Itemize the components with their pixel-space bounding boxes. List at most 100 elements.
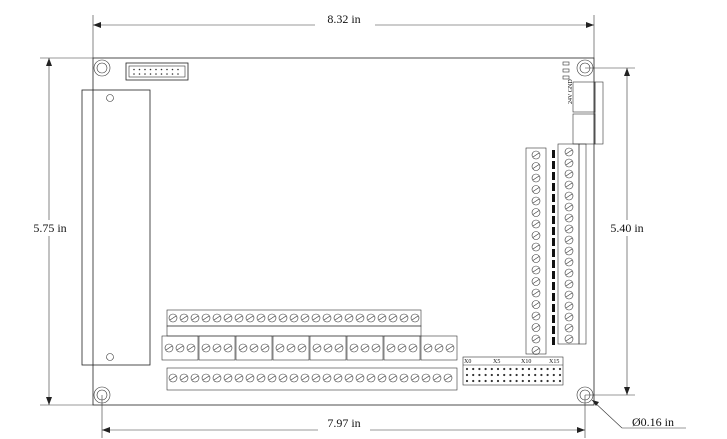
terminal-screw <box>245 373 255 383</box>
terminal-screw <box>564 323 574 333</box>
terminal-screw <box>322 373 332 383</box>
dimension-overall-height: 5.75 in <box>25 57 93 406</box>
terminal-screw <box>564 334 574 344</box>
terminal-block <box>235 335 273 361</box>
terminal-screw <box>190 313 200 323</box>
terminal-screw <box>445 343 455 353</box>
terminal-screw <box>234 373 244 383</box>
terminal-screw <box>201 313 211 323</box>
terminal-screw <box>408 343 418 353</box>
mounting-holes <box>93 59 594 404</box>
io-label-x5: X5 <box>493 359 500 365</box>
terminal-screw <box>201 343 211 353</box>
terminal-screw <box>564 180 574 190</box>
terminal-screw <box>564 158 574 168</box>
terminal-screw <box>432 373 442 383</box>
terminal-screw <box>322 313 332 323</box>
terminal-block <box>272 335 310 361</box>
terminal-screw <box>531 162 541 171</box>
terminal-screw <box>256 373 266 383</box>
terminal-screw <box>286 343 296 353</box>
io-label-x0: X0 <box>464 359 471 365</box>
terminal-screw <box>249 343 259 353</box>
dimension-overall-width: 8.32 in <box>92 12 595 58</box>
terminal-screw <box>531 150 541 160</box>
terminal-screw <box>190 373 200 383</box>
terminal-screw <box>564 279 574 289</box>
dimension-hole-diameter: Ø0.16 in <box>591 399 686 429</box>
terminal-screw <box>312 343 322 353</box>
terminal-screw <box>278 313 288 323</box>
terminal-screw <box>175 343 185 353</box>
terminal-block <box>198 335 236 361</box>
terminal-screw <box>371 343 381 353</box>
terminal-screw <box>377 373 387 383</box>
mounting-hole <box>93 59 111 77</box>
terminal-screw <box>275 343 285 353</box>
terminal-screw <box>531 265 541 275</box>
terminal-screw <box>531 323 541 332</box>
terminal-screw <box>212 343 222 353</box>
terminal-screw <box>388 313 398 323</box>
terminal-screw <box>333 313 343 323</box>
terminal-screw <box>300 373 310 383</box>
terminal-screw <box>386 343 396 353</box>
terminal-screw <box>434 343 444 353</box>
terminal-screw <box>564 246 574 256</box>
terminal-screw <box>531 242 541 252</box>
terminal-screw <box>531 311 541 321</box>
terminal-screw <box>366 373 376 383</box>
terminal-screw <box>260 343 270 353</box>
terminal-screw <box>531 277 541 286</box>
terminal-screw <box>311 313 321 323</box>
terminal-screw <box>531 334 541 344</box>
terminal-screw <box>397 343 407 353</box>
terminal-screw <box>223 373 233 383</box>
terminal-screw <box>531 208 541 217</box>
terminal-screw <box>564 213 574 223</box>
terminal-block <box>420 335 458 361</box>
terminal-screw <box>333 373 343 383</box>
terminal-screw <box>168 373 178 383</box>
terminal-screw <box>531 173 541 183</box>
hole-diameter-label: Ø0.16 in <box>632 415 674 429</box>
terminal-screw <box>168 313 178 323</box>
terminal-screw <box>564 257 574 267</box>
terminal-screw <box>297 343 307 353</box>
terminal-screw <box>443 373 453 383</box>
dimension-hole-spacing-vertical: 5.40 in <box>585 67 653 396</box>
dimension-hole-spacing-horizontal: 7.97 in <box>101 395 586 438</box>
terminal-screw <box>564 290 574 300</box>
terminal-screw <box>360 343 370 353</box>
terminal-screw <box>179 373 189 383</box>
terminal-screw <box>164 343 174 353</box>
terminal-screw <box>223 343 233 353</box>
terminal-screw <box>377 313 387 323</box>
terminal-block <box>161 335 199 361</box>
terminal-block <box>346 335 384 361</box>
terminal-screw <box>564 312 574 322</box>
hole-spacing-horizontal-label: 7.97 in <box>327 416 360 430</box>
terminal-screw <box>399 313 409 323</box>
terminal-screw <box>564 147 574 157</box>
terminal-screw <box>421 373 431 383</box>
terminal-screw <box>256 313 266 323</box>
terminal-screw <box>388 373 398 383</box>
terminal-blocks <box>161 143 587 391</box>
power-connector-label: 24V GND <box>568 79 574 104</box>
terminal-screw <box>531 288 541 298</box>
terminal-screw <box>201 373 211 383</box>
terminal-screw <box>267 373 277 383</box>
terminal-screw <box>531 219 541 229</box>
terminal-screw <box>186 343 196 353</box>
terminal-screw <box>245 313 255 323</box>
terminal-screw <box>531 185 541 194</box>
terminal-block <box>309 335 347 361</box>
terminal-screw <box>311 373 321 383</box>
mounting-hole <box>576 386 594 404</box>
terminal-screw <box>564 224 574 234</box>
terminal-screw <box>278 373 288 383</box>
terminal-screw <box>410 313 420 323</box>
